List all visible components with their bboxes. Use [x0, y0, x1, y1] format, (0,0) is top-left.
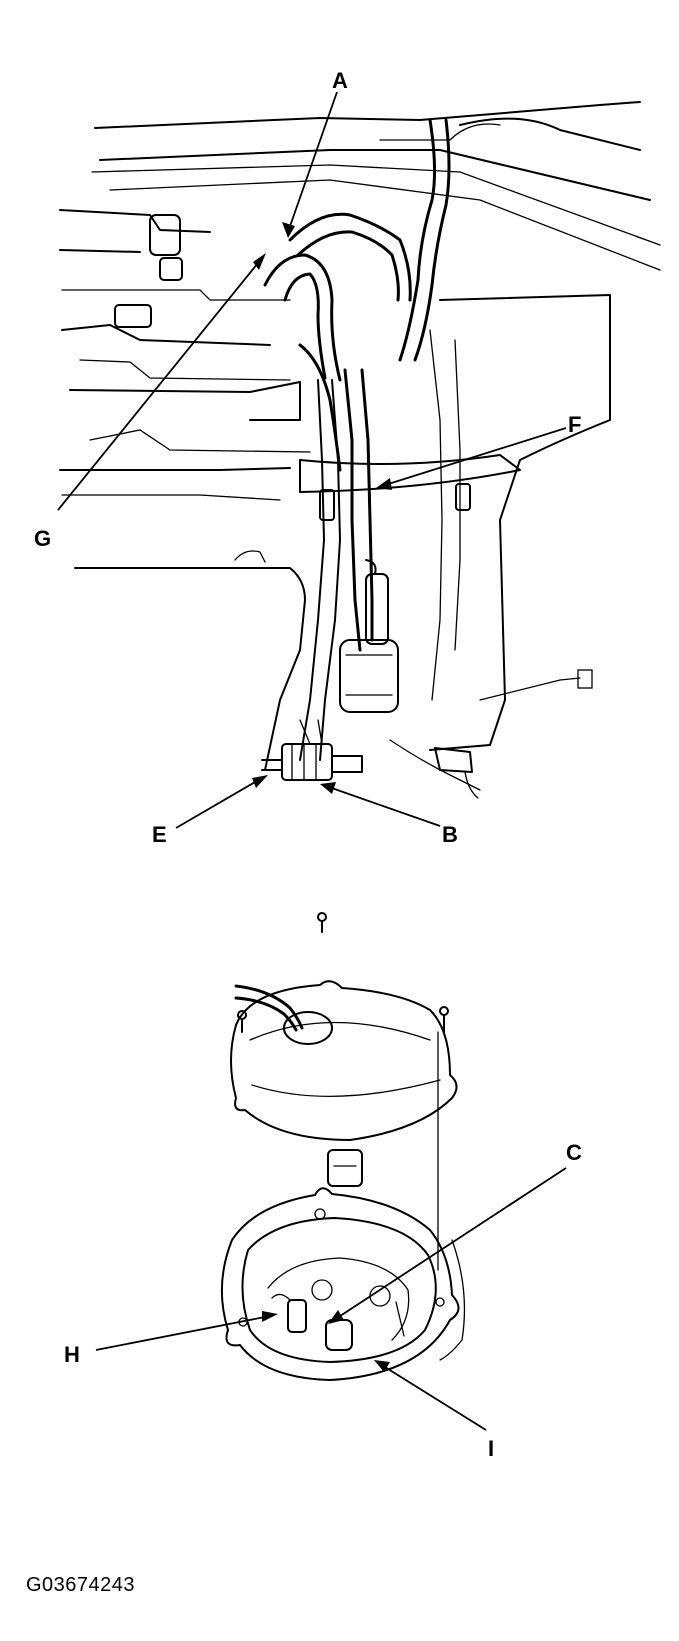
- lower-callout-leaders: [95, 1167, 567, 1431]
- callout-e: E: [152, 822, 167, 847]
- screw-right: [439, 1006, 449, 1033]
- upper-callout-leaders: [57, 91, 567, 829]
- undercarriage-view: [59, 101, 661, 799]
- callout-a: A: [332, 68, 348, 93]
- screw-top: [317, 912, 327, 933]
- screw-left: [237, 1010, 247, 1033]
- callout-g: G: [34, 526, 51, 551]
- callout-h: H: [64, 1342, 80, 1367]
- callout-i: I: [488, 1436, 494, 1461]
- access-cover-view: [220, 912, 466, 1381]
- callout-c: C: [566, 1140, 582, 1165]
- figure-id: G03674243: [26, 1574, 136, 1596]
- callout-f: F: [568, 412, 581, 437]
- callout-b: B: [442, 822, 458, 847]
